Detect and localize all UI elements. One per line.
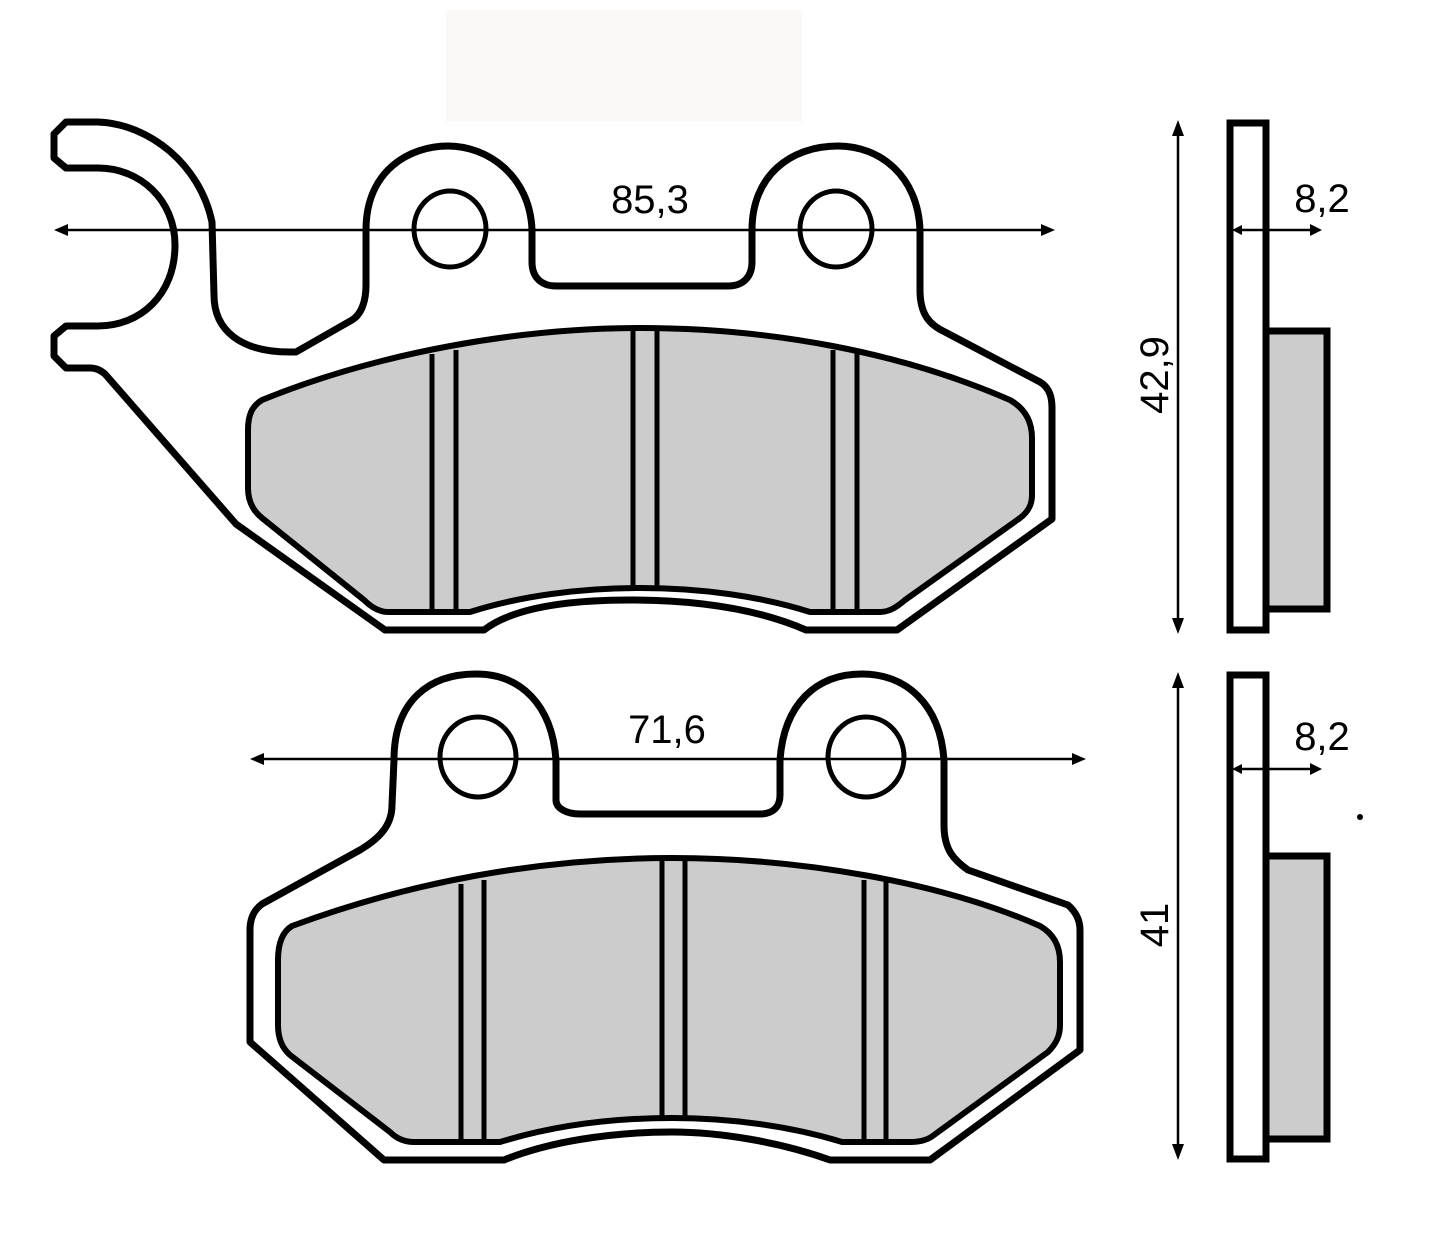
lower-hole-left <box>437 714 519 800</box>
upper-friction-material <box>245 325 1035 615</box>
stray-dot <box>1357 814 1363 820</box>
upper-height-label: 42,9 <box>1133 336 1177 414</box>
upper-backing-plate <box>50 118 1056 634</box>
upper-pad-side-view: 42,9 8,2 <box>1133 119 1350 634</box>
upper-backplate-side <box>1226 119 1270 634</box>
lower-friction-side <box>1262 852 1331 1143</box>
upper-friction-side <box>1262 327 1331 613</box>
upper-thickness-label: 8,2 <box>1294 177 1350 221</box>
lower-pad-front-view: 71,6 <box>246 670 1086 1164</box>
upper-width-dimension: 85,3 <box>54 178 1055 236</box>
lower-backplate-side <box>1226 671 1270 1163</box>
lower-height-label: 41 <box>1133 903 1177 948</box>
lower-width-label: 71,6 <box>628 708 706 752</box>
lower-thickness-label: 8,2 <box>1294 715 1350 759</box>
header-block <box>446 10 802 122</box>
upper-pad-front-view: 85,3 <box>50 118 1056 634</box>
lower-friction-material <box>275 855 1063 1145</box>
lower-pad-side-view: 41 8,2 <box>1133 671 1363 1163</box>
upper-width-label: 85,3 <box>611 178 689 222</box>
lower-width-dimension: 71,6 <box>250 708 1086 765</box>
lower-hole-right <box>825 714 907 800</box>
